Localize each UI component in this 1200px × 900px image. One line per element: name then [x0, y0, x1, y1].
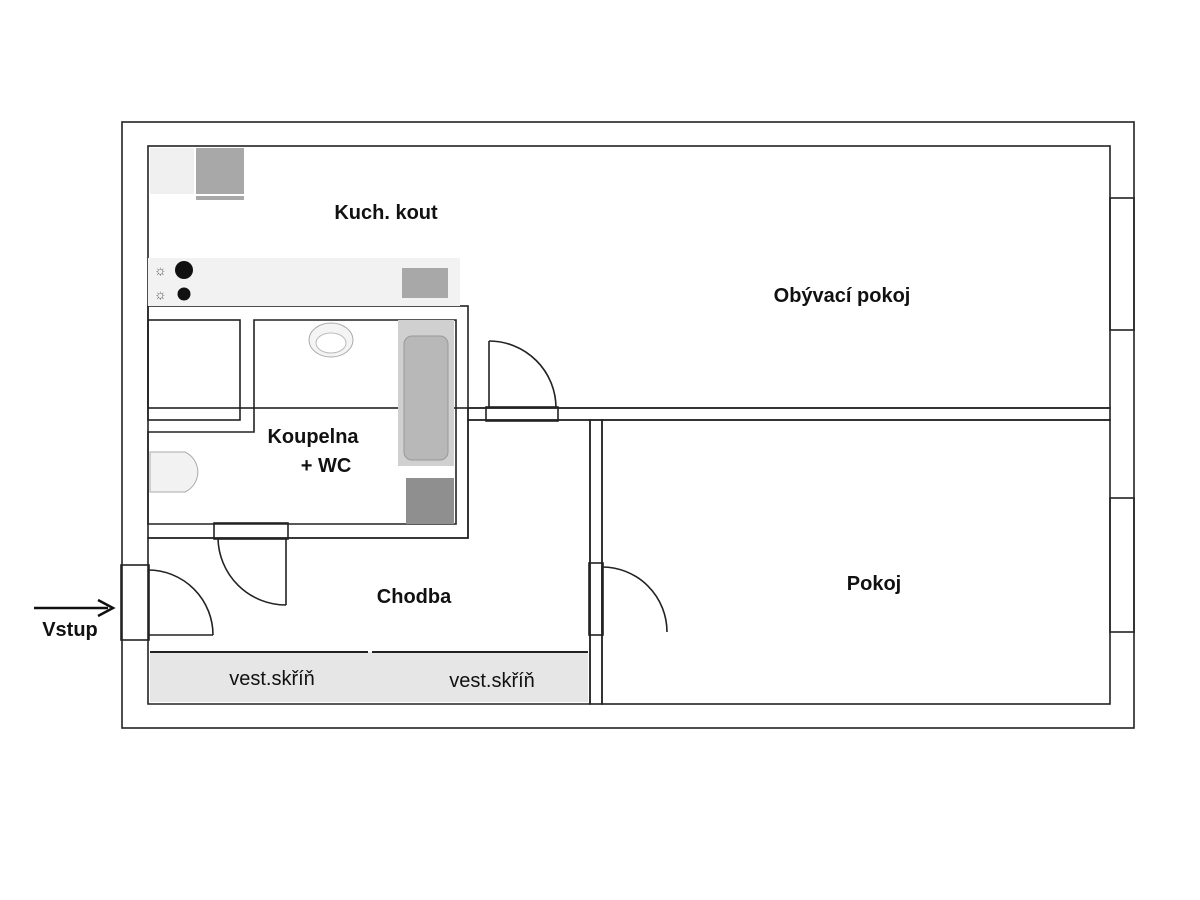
door-opening-room [588, 562, 604, 636]
door-opening-bathroom [213, 522, 289, 540]
label-closet-left: vest.skříň [229, 668, 315, 690]
washing-machine-icon [406, 478, 454, 524]
label-kitchen: Kuch. kout [334, 202, 438, 224]
stove-knob-icon: ☼ [154, 262, 167, 278]
window-room [1109, 497, 1135, 633]
door-opening-living [485, 406, 559, 422]
kitchen-cabinet [196, 148, 244, 194]
cabinet-edge [196, 196, 244, 200]
label-entry: Vstup [42, 619, 98, 641]
label-room: Pokoj [847, 573, 901, 595]
label-living-room: Obývací pokoj [774, 285, 911, 307]
door-swing-living[interactable] [488, 340, 557, 409]
sink-icon [402, 268, 448, 298]
stove-burner-icon [175, 261, 193, 279]
label-closet-right: vest.skříň [449, 670, 535, 692]
room-area [601, 419, 1111, 705]
stove-knob-icon: ☼ [154, 286, 167, 302]
door-swing-room[interactable] [601, 566, 668, 633]
entry-door-opening [120, 564, 150, 641]
washbasin-bowl [315, 332, 347, 354]
storage-closet [147, 319, 241, 421]
built-in-closets [150, 652, 588, 702]
door-swing-entry[interactable] [147, 569, 214, 636]
label-bathroom-wc: + WC [301, 455, 352, 477]
outer-walls [121, 121, 1135, 729]
bathroom-area [147, 319, 457, 525]
toilet-icon [149, 451, 199, 493]
fridge [150, 148, 194, 194]
stove-burner-icon [177, 287, 191, 301]
arrow-head-icon [97, 598, 116, 618]
interior-wall [589, 419, 603, 705]
label-hallway: Chodba [377, 586, 452, 608]
interior-wall [467, 407, 1111, 421]
bathtub-basin [403, 335, 449, 461]
label-bathroom: Koupelna [267, 426, 359, 448]
window-living [1109, 197, 1135, 331]
door-swing-bathroom[interactable] [217, 537, 287, 606]
